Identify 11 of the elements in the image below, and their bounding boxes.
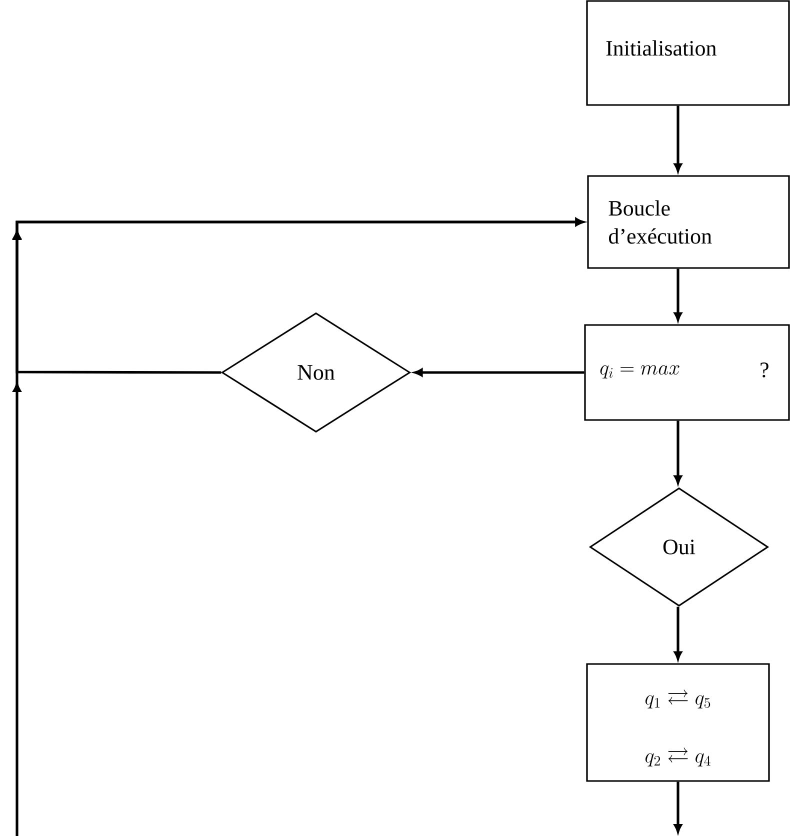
arrow bbox=[674, 606, 682, 660]
arrow bbox=[414, 368, 584, 376]
process-box: $q_1 \rightleftarrows q_5$ $q_2 \rightleftarrows q_4$ bbox=[586, 663, 770, 782]
process-box: Boucle d’exécution bbox=[587, 175, 790, 269]
arrow bbox=[674, 420, 682, 484]
arrow bbox=[13, 218, 584, 836]
process-box: Initialisation bbox=[586, 0, 790, 106]
process-box: $q_i = max$ ? bbox=[584, 324, 790, 421]
arrow bbox=[674, 268, 682, 321]
arrow bbox=[674, 782, 682, 833]
arrow bbox=[674, 106, 682, 172]
